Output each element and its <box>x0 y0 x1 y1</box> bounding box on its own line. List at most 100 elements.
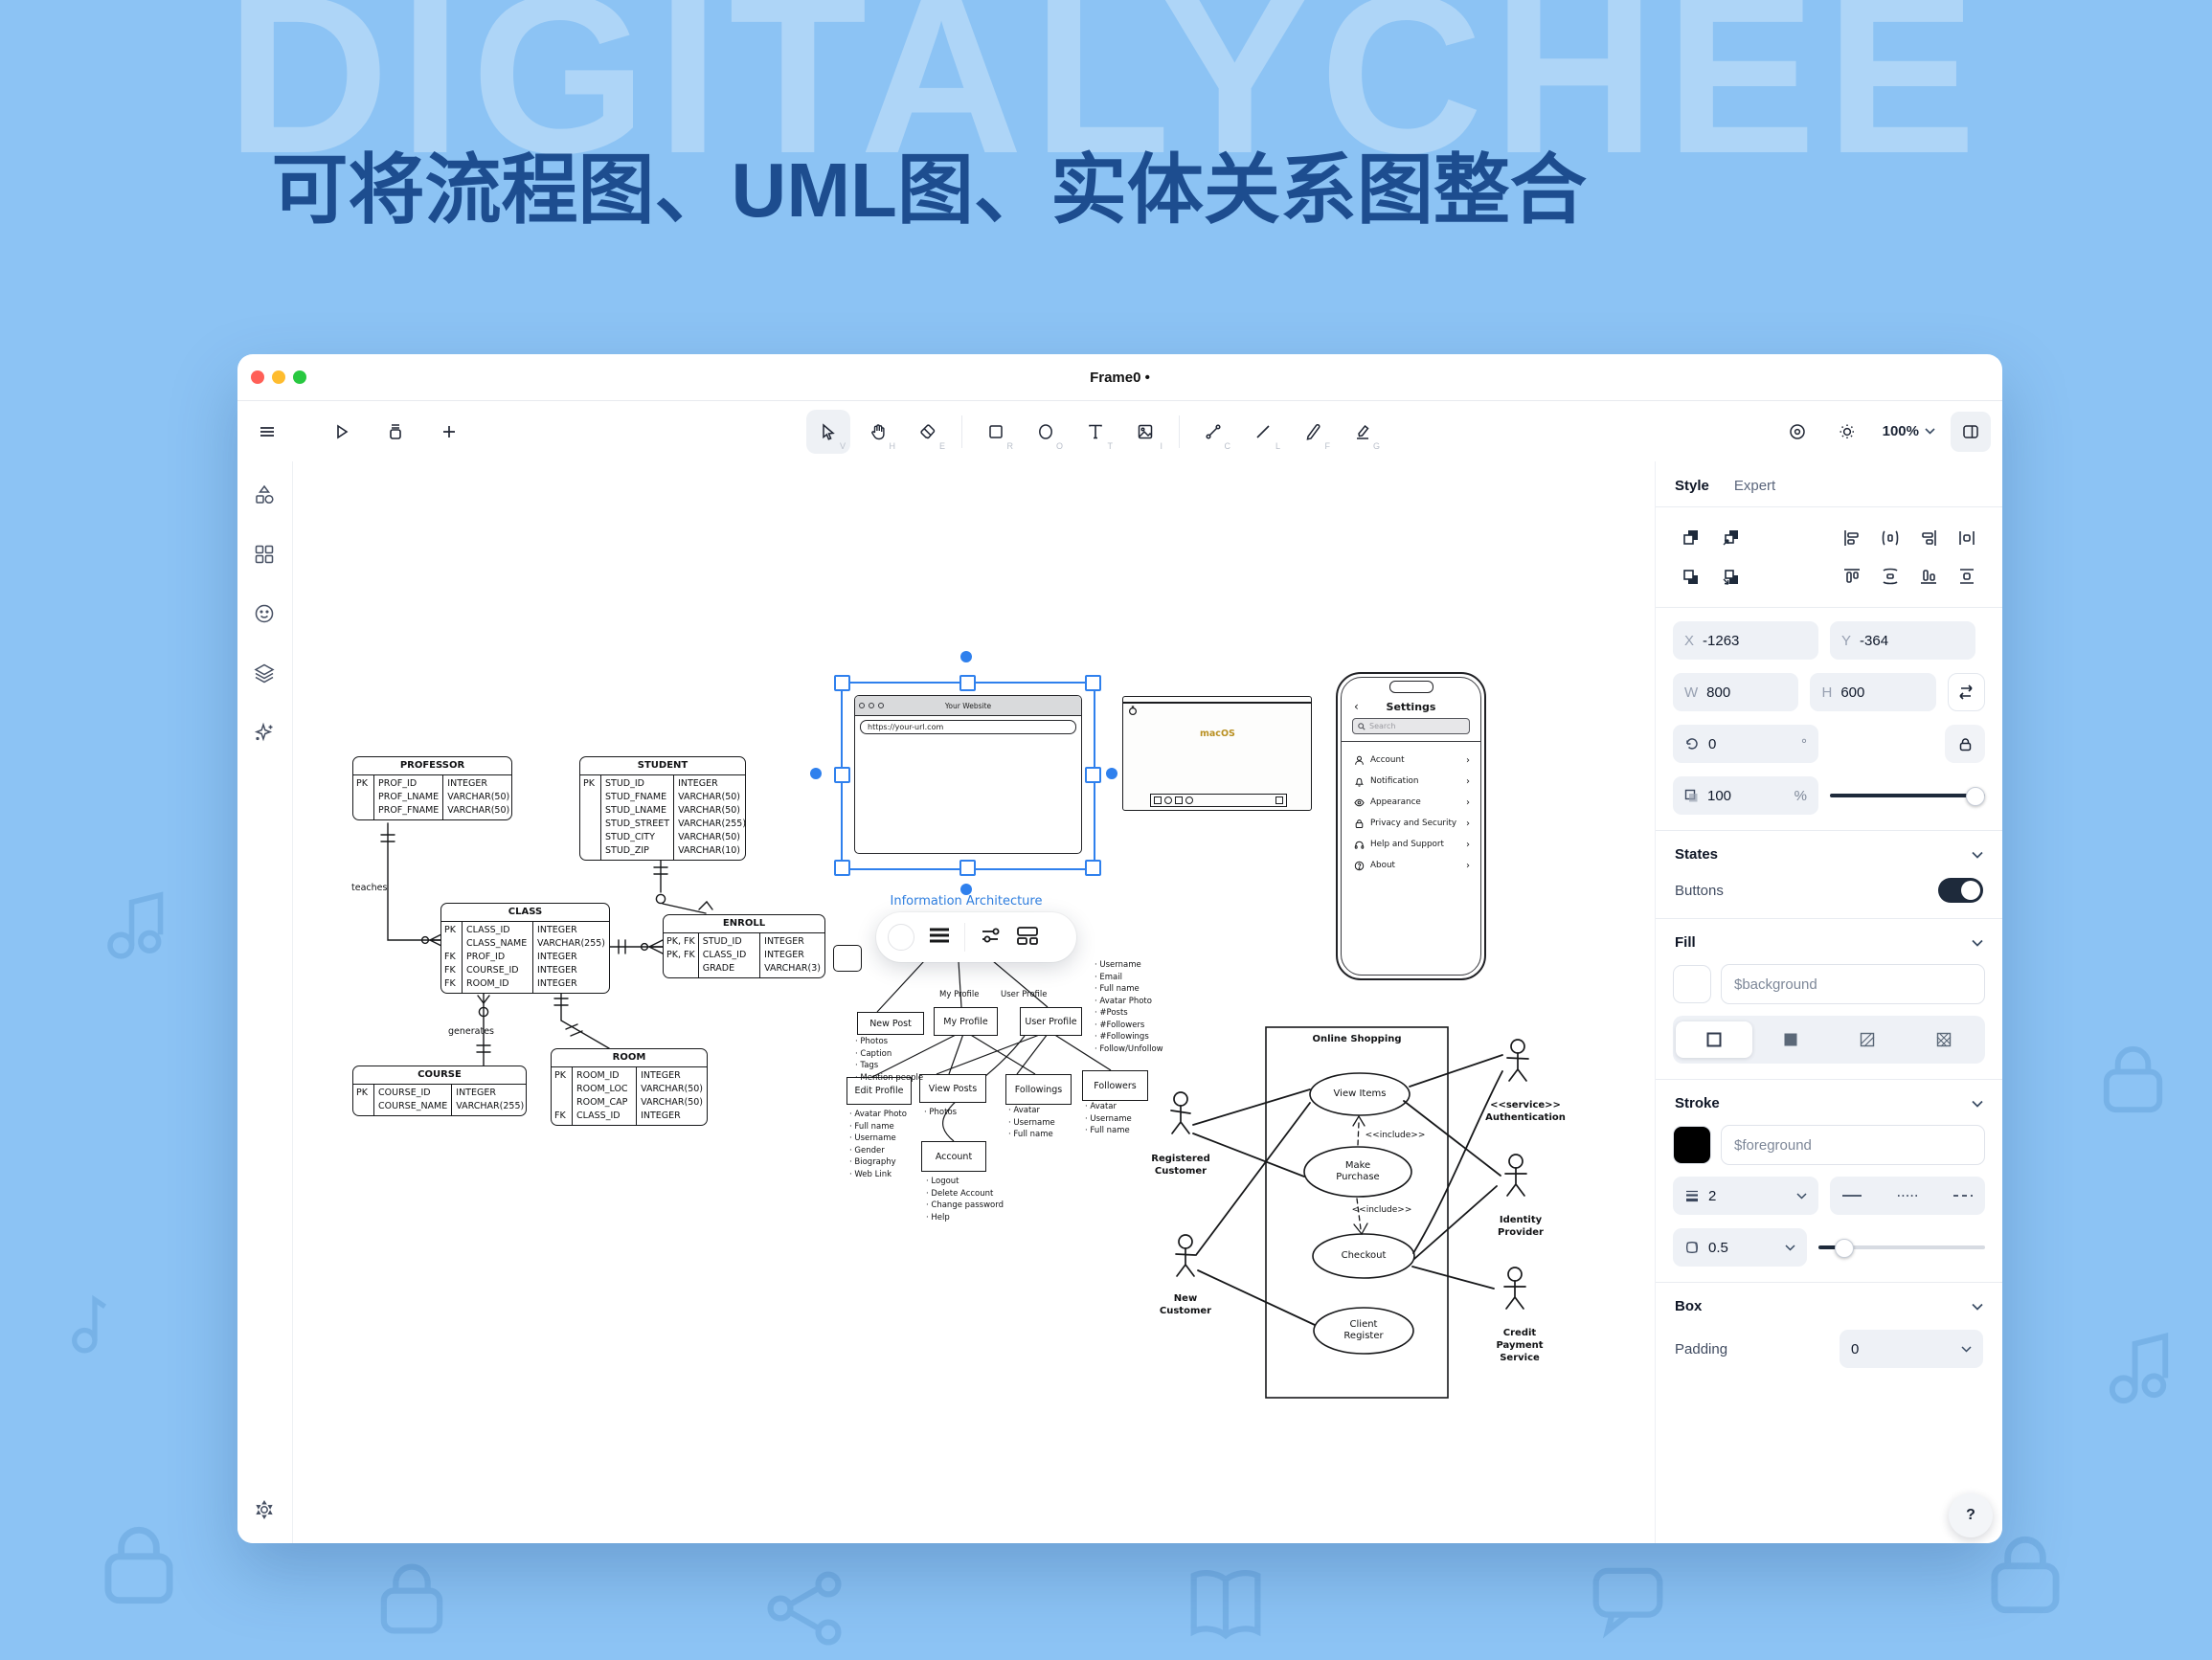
close-traffic-light[interactable] <box>251 370 264 384</box>
line-dashed-option[interactable] <box>1952 1194 1974 1198</box>
resize-handle-nw[interactable] <box>834 675 850 691</box>
y-position-field[interactable]: Y -364 <box>1830 621 1975 660</box>
width-field[interactable]: W 800 <box>1673 673 1799 711</box>
resize-handle-se[interactable] <box>1085 860 1101 876</box>
freehand-tool[interactable]: F <box>1291 410 1335 454</box>
line-solid-option[interactable] <box>1841 1194 1862 1198</box>
resize-handle-ne[interactable] <box>1085 675 1101 691</box>
image-tool[interactable]: I <box>1123 410 1167 454</box>
ia-box-user-profile[interactable]: User Profile <box>1020 1007 1082 1036</box>
opacity-field[interactable]: 100 % <box>1673 776 1818 815</box>
small-frame-shape[interactable] <box>833 945 862 972</box>
roughness-slider[interactable] <box>1818 1239 1985 1258</box>
connector-point-top[interactable] <box>960 651 972 662</box>
roughness-slider-knob[interactable] <box>1835 1239 1855 1258</box>
stroke-width-dropdown[interactable]: 2 <box>1673 1177 1818 1215</box>
options-sliders-button[interactable] <box>979 924 1002 951</box>
chevron-down-icon[interactable] <box>1972 1100 1983 1108</box>
ia-box-view-posts[interactable]: View Posts <box>919 1074 986 1103</box>
align-bottom-button[interactable] <box>1910 558 1947 594</box>
er-table-room[interactable]: ROOM PK FK ROOM_ID ROOM_LOC ROOM_CAP CLA… <box>551 1048 708 1126</box>
play-icon[interactable] <box>322 412 362 452</box>
right-panel-toggle[interactable] <box>1951 411 1991 452</box>
ia-box-account[interactable]: Account <box>921 1141 986 1172</box>
help-button[interactable]: ? <box>1949 1493 1993 1537</box>
ai-sparkle-icon[interactable] <box>252 720 279 747</box>
select-tool[interactable]: V <box>806 409 850 454</box>
distribute-vertical-button[interactable] <box>1872 558 1908 594</box>
send-backward-button[interactable] <box>1713 559 1749 595</box>
oval-tool[interactable]: O <box>1024 410 1068 454</box>
connector-point-left[interactable] <box>810 768 822 779</box>
resize-handle-sw[interactable] <box>834 860 850 876</box>
ia-box-new-post[interactable]: New Post <box>857 1012 924 1035</box>
swap-dimensions-button[interactable] <box>1947 673 1985 711</box>
lock-button[interactable] <box>1945 725 1985 763</box>
minimize-traffic-light[interactable] <box>272 370 285 384</box>
frames-icon[interactable] <box>375 412 416 452</box>
desktop-window-mockup[interactable]: macOS <box>1122 696 1312 811</box>
align-center-horizontal-button[interactable] <box>1949 520 1985 556</box>
phone-settings-mockup[interactable]: ‹ Settings Search Account › Notifica <box>1336 672 1486 980</box>
canvas[interactable]: PROFESSOR PK PROF_ID PROF_LNAME PROF_FNA… <box>292 461 1655 1543</box>
chevron-down-icon[interactable] <box>1972 1303 1983 1311</box>
height-field[interactable]: H 600 <box>1810 673 1936 711</box>
add-icon[interactable] <box>429 412 469 452</box>
stroke-color-input[interactable]: $foreground <box>1721 1125 1985 1165</box>
ia-box-edit-profile[interactable]: Edit Profile <box>846 1077 912 1105</box>
align-right-button[interactable] <box>1910 520 1947 556</box>
bring-forward-button[interactable] <box>1713 519 1749 555</box>
resize-handle-s[interactable] <box>959 860 976 876</box>
bring-to-front-button[interactable] <box>1673 519 1709 555</box>
fill-solid-option[interactable] <box>1752 1021 1829 1058</box>
resize-handle-n[interactable] <box>959 675 976 691</box>
tab-style[interactable]: Style <box>1675 478 1709 494</box>
opacity-slider-knob[interactable] <box>1966 787 1985 806</box>
er-table-student[interactable]: STUDENT PK STUD_ID STUD_FNAME STUD_LNAME… <box>579 756 746 861</box>
ia-box-followers[interactable]: Followers <box>1082 1070 1148 1101</box>
settings-gear-icon[interactable] <box>252 1497 279 1524</box>
emoji-icon[interactable] <box>252 601 279 628</box>
tab-expert[interactable]: Expert <box>1733 478 1776 494</box>
distribute-horizontal-button[interactable] <box>1872 520 1908 556</box>
fill-crosshatch-option[interactable] <box>1906 1021 1982 1058</box>
er-table-class[interactable]: CLASS PK FK FK FK CLASS_ID CLASS_NAME PR… <box>440 903 610 994</box>
ia-box-my-profile[interactable]: My Profile <box>934 1007 998 1036</box>
highlighter-tool[interactable]: G <box>1341 410 1385 454</box>
color-swatch-button[interactable] <box>888 924 914 951</box>
buttons-toggle[interactable] <box>1938 878 1983 903</box>
connector-point-right[interactable] <box>1106 768 1117 779</box>
focus-mode-icon[interactable] <box>1777 412 1817 452</box>
er-table-professor[interactable]: PROFESSOR PK PROF_ID PROF_LNAME PROF_FNA… <box>352 756 512 820</box>
layers-icon[interactable] <box>252 661 279 687</box>
align-left-button[interactable] <box>1834 520 1870 556</box>
align-top-button[interactable] <box>1834 558 1870 594</box>
menu-icon[interactable] <box>247 412 287 452</box>
connector-tool[interactable]: C <box>1191 410 1235 454</box>
ia-box-followings[interactable]: Followings <box>1005 1074 1072 1105</box>
align-middle-vertical-button[interactable] <box>1949 558 1985 594</box>
line-dotted-option[interactable] <box>1897 1194 1918 1198</box>
layout-button[interactable] <box>1015 924 1040 951</box>
maximize-traffic-light[interactable] <box>293 370 306 384</box>
shapes-library-icon[interactable] <box>252 482 279 509</box>
resize-handle-e[interactable] <box>1085 767 1101 783</box>
opacity-slider[interactable] <box>1830 787 1985 806</box>
roughness-dropdown[interactable]: 0.5 <box>1673 1228 1807 1267</box>
hand-tool[interactable]: H <box>856 410 900 454</box>
send-to-back-button[interactable] <box>1673 559 1709 595</box>
fill-color-input[interactable]: $background <box>1721 964 1985 1004</box>
chevron-down-icon[interactable] <box>1972 851 1983 859</box>
eraser-tool[interactable]: E <box>906 410 950 454</box>
chevron-down-icon[interactable] <box>1972 939 1983 947</box>
er-table-enroll[interactable]: ENROLL PK, FK PK, FK STUD_ID CLASS_ID GR… <box>663 914 825 978</box>
fill-hachure-option[interactable] <box>1829 1021 1906 1058</box>
fill-none-option[interactable] <box>1676 1021 1752 1058</box>
fill-color-swatch[interactable] <box>1673 965 1711 1003</box>
theme-icon[interactable] <box>1827 412 1867 452</box>
stroke-color-swatch[interactable] <box>1673 1126 1711 1164</box>
padding-dropdown[interactable]: 0 <box>1840 1330 1983 1368</box>
x-position-field[interactable]: X -1263 <box>1673 621 1818 660</box>
browser-frame-mockup[interactable]: Your Website https://your-url.com <box>854 695 1082 854</box>
frames-gallery-icon[interactable] <box>252 542 279 569</box>
